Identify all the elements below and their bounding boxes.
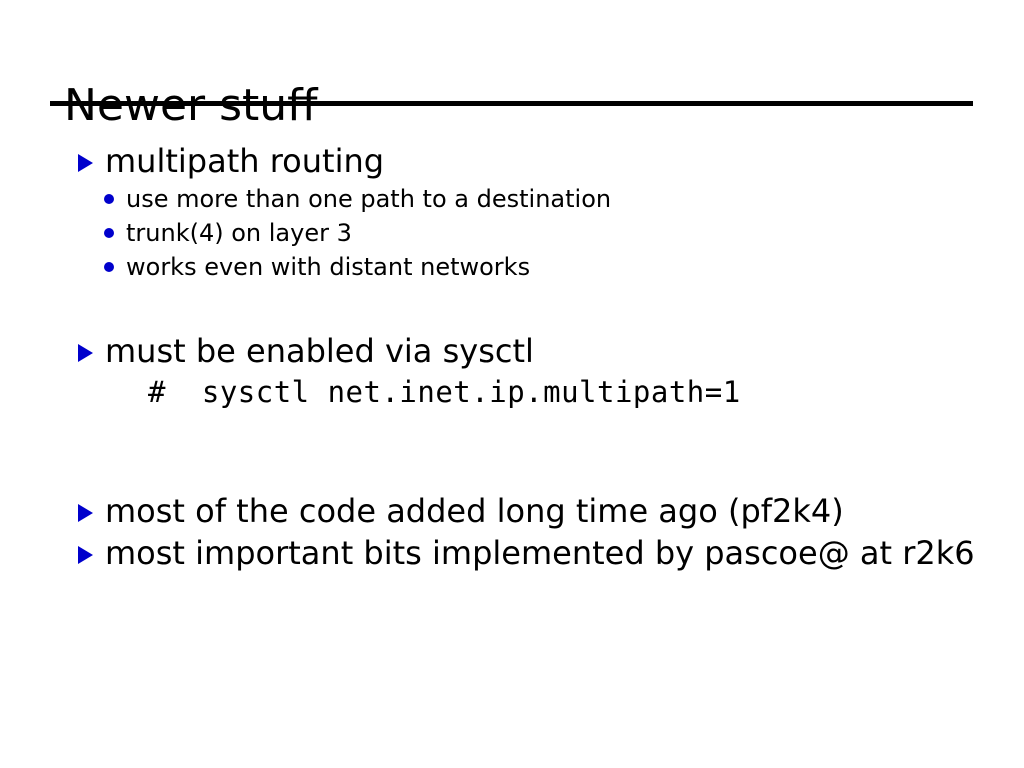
triangle-right-icon — [78, 344, 93, 362]
bullet-text: most of the code added long time ago (pf… — [105, 492, 844, 530]
sub-bullet-text: use more than one path to a destination — [126, 185, 612, 213]
sub-bullet-item-use-more-than-one-path: use more than one path to a destination — [0, 182, 1024, 216]
triangle-right-icon — [78, 546, 93, 564]
slide-body: multipath routing use more than one path… — [0, 140, 1024, 574]
triangle-right-icon — [78, 154, 93, 172]
page-title: Newer stuff — [64, 80, 318, 132]
bullet-text: must be enabled via sysctl — [105, 332, 534, 370]
triangle-right-icon — [78, 504, 93, 522]
dot-icon — [104, 262, 114, 272]
title-underline-rule — [50, 101, 973, 106]
bullet-text: multipath routing — [105, 142, 385, 180]
block-spacer — [0, 412, 1024, 490]
sysctl-command-line: # sysctl net.inet.ip.multipath=1 — [148, 375, 741, 409]
bullet-item-implemented-by-pascoe: most important bits implemented by pasco… — [0, 532, 1024, 574]
sub-bullet-item-distant-networks: works even with distant networks — [0, 250, 1024, 284]
sub-bullet-text: trunk(4) on layer 3 — [126, 219, 352, 247]
bullet-item-code-added-long-time-ago: most of the code added long time ago (pf… — [0, 490, 1024, 532]
sub-bullet-text: works even with distant networks — [126, 253, 531, 281]
dot-icon — [104, 194, 114, 204]
bullet-item-enable-via-sysctl: must be enabled via sysctl — [0, 330, 1024, 372]
sub-bullet-item-trunk-layer3: trunk(4) on layer 3 — [0, 216, 1024, 250]
block-spacer — [0, 284, 1024, 330]
dot-icon — [104, 228, 114, 238]
bullet-text: most important bits implemented by pasco… — [105, 534, 975, 572]
bullet-item-multipath-routing: multipath routing — [0, 140, 1024, 182]
